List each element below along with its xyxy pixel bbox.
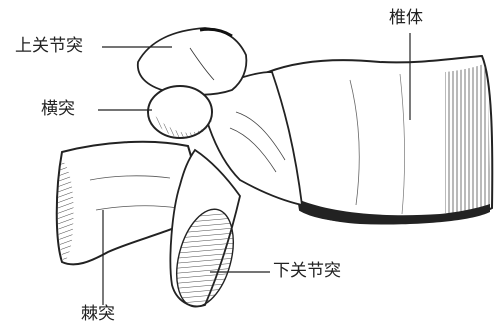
superior-articular-process-shape — [138, 28, 247, 95]
label-inferior-articular-process: 下关节突 — [272, 263, 342, 280]
label-vertebral-body: 椎体 — [388, 10, 424, 27]
label-transverse-process: 横突 — [40, 101, 76, 118]
transverse-process-shape — [148, 86, 212, 138]
label-spinous-process: 棘突 — [80, 306, 116, 323]
label-superior-articular-process: 上关节突 — [14, 38, 84, 55]
